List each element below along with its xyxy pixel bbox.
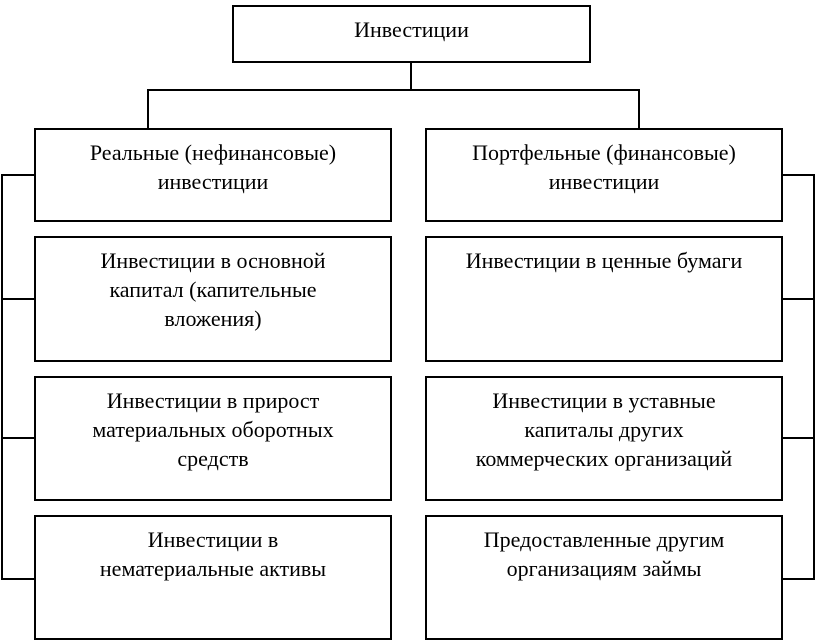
node-authorized-capitals: Инвестиции в уставные капиталы других ко… <box>425 376 783 501</box>
node-label-line: инвестиции <box>548 169 660 194</box>
node-label-line: средств <box>177 446 249 471</box>
connector-right-stub-4 <box>782 578 815 580</box>
node-label-line: инвестиции <box>157 169 269 194</box>
node-label-line: организациям займы <box>506 556 702 581</box>
node-label-line: капиталы других <box>524 417 684 442</box>
connector-drop-left <box>147 89 149 130</box>
node-label-line: коммерческих организаций <box>475 446 733 471</box>
connector-drop-right <box>638 89 640 130</box>
node-label-line: Инвестиции в основной <box>100 248 326 273</box>
connector-right-vertical <box>813 174 815 580</box>
node-label-line: Инвестиции в уставные <box>492 388 716 413</box>
node-intangible-assets: Инвестиции в нематериальные активы <box>34 515 392 640</box>
node-working-capital-growth: Инвестиции в прирост материальных оборот… <box>34 376 392 501</box>
node-label-line: Инвестиции в ценные бумаги <box>465 248 743 273</box>
node-loans-to-organizations: Предоставленные другим организациям займ… <box>425 515 783 640</box>
connector-root-stem <box>410 61 412 91</box>
node-label-line: Реальные (нефинансовые) <box>89 140 337 165</box>
node-securities: Инвестиции в ценные бумаги <box>425 236 783 362</box>
node-label-line: капитал (капительные <box>109 277 317 302</box>
node-label-line: Инвестиции в прирост <box>106 388 320 413</box>
node-fixed-capital: Инвестиции в основной капитал (капительн… <box>34 236 392 362</box>
connector-right-stub-3 <box>782 437 815 439</box>
node-label-line: материальных оборотных <box>92 417 334 442</box>
node-label: Инвестиции <box>354 17 469 42</box>
node-real-investments: Реальные (нефинансовые) инвестиции <box>34 128 392 222</box>
connector-left-stub-2 <box>1 298 36 300</box>
node-label-line: нематериальные активы <box>99 556 327 581</box>
connector-left-stub-1 <box>1 174 36 176</box>
node-label-line: Инвестиции в <box>147 527 279 552</box>
connector-left-stub-3 <box>1 437 36 439</box>
node-label-line: Портфельные (финансовые) <box>472 140 736 165</box>
connector-top-horizontal <box>147 89 640 91</box>
node-label-line: вложения) <box>164 306 262 331</box>
node-investments-root: Инвестиции <box>232 5 591 63</box>
connector-left-vertical <box>1 174 3 580</box>
connector-left-stub-4 <box>1 578 36 580</box>
node-label-line: Предоставленные другим <box>483 527 725 552</box>
node-portfolio-investments: Портфельные (финансовые) инвестиции <box>425 128 783 222</box>
connector-right-stub-1 <box>782 174 815 176</box>
connector-right-stub-2 <box>782 298 815 300</box>
